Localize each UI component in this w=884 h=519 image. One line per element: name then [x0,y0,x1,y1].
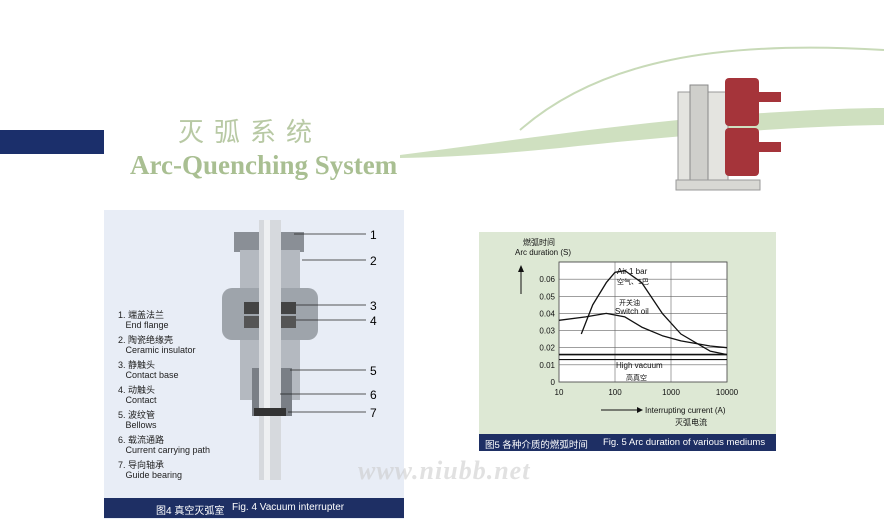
green-swoosh [400,108,884,158]
x-tick-label: 10000 [716,388,739,397]
y-axis-label-zh: 燃弧时间 [523,237,555,247]
header-decoration [400,46,884,191]
guide-bearing [254,408,286,416]
breaker-base [675,179,761,191]
breaker-pole-bottom [725,128,759,176]
breaker-terminal-top [759,92,781,102]
conductor-rod-shade [264,220,270,480]
callout-1: 1 [370,228,377,242]
header-accent-bar [0,130,104,154]
figure-vacuum-interrupter: 1 2 3 4 5 6 7 [104,210,404,519]
y-axis-arrowhead [518,265,524,272]
legend-item-5: 5. 波纹管 Bellows [118,410,157,430]
plot-area: 10 100 1000 10000 0.06 0.05 0.04 0.03 0.02 0.01 0 [539,261,739,397]
series-label-oil-en: Switch oil [615,307,649,316]
figure-4-caption-zh: 图4 真空灭弧室 [156,506,225,517]
callout-2: 2 [370,254,377,268]
watermark: www.niubb.net [358,456,531,485]
figure-4-caption-en: Fig. 4 Vacuum interrupter [232,502,345,513]
figure-5-caption-zh: 图5 各种介质的燃弧时间 [485,440,588,451]
series-label-air-zh: 空气、1巴 [617,277,649,286]
figure-arc-duration-chart: 燃弧时间 Arc duration (S) Interrupting curre… [479,232,776,435]
figure-5-caption: 图5 各种介质的燃弧时间 Fig. 5 Arc duration of vari… [479,434,776,451]
y-axis-label-en: Arc duration (S) [515,248,571,257]
callout-3: 3 [370,299,377,313]
legend-item-6: 6. 载流通路 Current carrying path [118,435,211,455]
legend-item-3: 3. 静触头 Contact base [118,360,179,380]
x-tick-label: 100 [608,388,622,397]
series-label-oil-zh: 开关油 [619,298,640,307]
y-tick-label: 0.01 [539,361,555,370]
y-tick-label: 0.02 [539,344,555,353]
figure-4-caption: 图4 真空灭弧室 Fig. 4 Vacuum interrupter [104,498,404,518]
callout-5: 5 [370,364,377,378]
legend-item-7: 7. 导向轴承 Guide bearing [118,460,183,480]
interrupter-drawing [222,220,366,480]
green-arc [519,46,884,131]
callout-7: 7 [370,406,377,420]
y-tick-label: 0 [551,378,556,387]
breaker-pole-top [725,78,759,126]
legend-item-1: 1. 端盖法兰 End flange [118,310,169,330]
callout-6: 6 [370,388,377,402]
y-tick-label: 0.03 [539,327,555,336]
breaker-terminal-bottom [759,142,781,152]
callout-4: 4 [370,314,377,328]
series-switch-oil [558,312,728,349]
page-title-en: Arc-Quenching System [130,150,398,180]
legend-item-4: 4. 动触头 Contact [118,385,157,405]
series-label-vacuum-en: High vacuum [616,361,663,370]
y-tick-label: 0.05 [539,292,555,301]
breaker-frame [689,84,709,181]
x-axis-arrowhead [637,407,643,413]
y-tick-label: 0.04 [539,309,555,318]
figure-5-caption-en: Fig. 5 Arc duration of various mediums [603,437,766,448]
series-label-air-en: Air 1 bar [617,267,648,276]
page-title-zh: 灭弧系统 [178,118,323,148]
series-label-vacuum-zh: 高真空 [626,373,647,382]
arc-duration-chart: 燃弧时间 Arc duration (S) Interrupting curre… [515,237,739,427]
x-tick-label: 10 [555,388,564,397]
x-axis-label-en: Interrupting current (A) [645,406,726,415]
y-tick-label: 0.06 [539,275,555,284]
x-axis-label-zh: 灭弧电流 [675,417,707,427]
leader-lines [280,233,366,413]
x-tick-label: 1000 [662,388,680,397]
legend-item-2: 2. 陶瓷绝缘壳 Ceramic insulator [118,335,196,355]
series-air [580,269,728,356]
